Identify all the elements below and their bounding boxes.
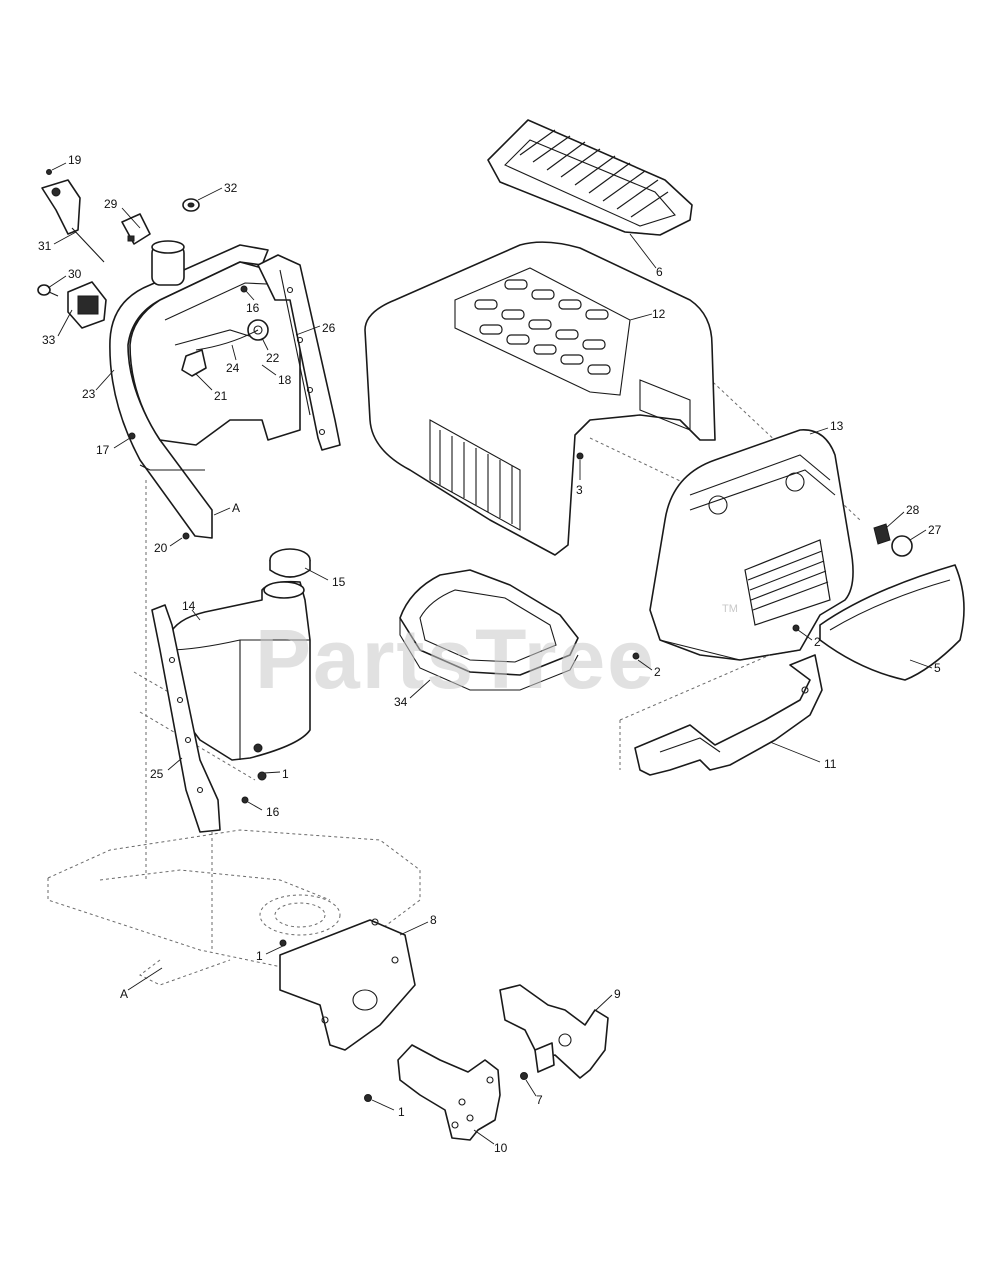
callout-12: 12 <box>652 307 666 321</box>
callout-31: 31 <box>38 239 52 253</box>
callout-26: 26 <box>322 321 336 335</box>
callout-30: 30 <box>68 267 82 281</box>
screw-1-frame <box>279 939 287 947</box>
bulb-27 <box>891 535 913 557</box>
callout-2-nose: 2 <box>814 635 821 649</box>
screw-7 <box>520 1072 528 1080</box>
callout-11: 11 <box>824 757 837 771</box>
grille-nose <box>649 429 854 661</box>
switch-block <box>121 213 151 245</box>
bumper-lens <box>819 564 965 681</box>
leader-lines <box>47 162 933 1145</box>
key-switch <box>41 179 105 263</box>
callout-5: 5 <box>934 661 941 675</box>
hood-bracket <box>619 654 823 776</box>
frame <box>47 829 421 1051</box>
callout-25: 25 <box>150 767 164 781</box>
callout-6: 6 <box>656 265 663 279</box>
screw-2b <box>632 652 640 660</box>
screw-1-tank <box>253 743 267 781</box>
watermark-trademark: TM <box>722 603 738 615</box>
callout-33: 33 <box>42 333 56 347</box>
fuel-cap <box>269 548 311 578</box>
bracket-9 <box>499 984 609 1079</box>
screw-2a <box>792 624 800 632</box>
callout-10: 10 <box>494 1141 508 1155</box>
screw-16-tank <box>241 796 249 804</box>
callout-16-tank: 16 <box>266 805 280 819</box>
tank-bracket <box>151 604 221 833</box>
callout-28: 28 <box>906 503 920 517</box>
callout-7: 7 <box>536 1093 543 1107</box>
callout-9: 9 <box>614 987 621 1001</box>
callout-17: 17 <box>96 443 110 457</box>
callout-8: 8 <box>430 913 437 927</box>
fuel-tank <box>167 580 311 761</box>
screw-16-dash <box>240 285 248 293</box>
callout-20: 20 <box>154 541 168 555</box>
watermark-text: PartsTree <box>255 612 656 706</box>
callout-22: 22 <box>266 351 280 365</box>
hood <box>364 241 716 556</box>
callout-16-dash: 16 <box>246 301 260 315</box>
bracket-10 <box>397 1044 501 1141</box>
nut-32 <box>182 198 200 212</box>
callout-A-upper: A <box>232 501 240 515</box>
watermark: PartsTree TM <box>255 603 738 706</box>
hood-insert <box>487 119 693 236</box>
callout-15: 15 <box>332 575 346 589</box>
callout-24: 24 <box>226 361 240 375</box>
callout-19: 19 <box>68 153 82 167</box>
screw-3 <box>576 452 584 460</box>
screw-19 <box>46 169 52 175</box>
callout-23: 23 <box>82 387 96 401</box>
screw-1-bottom <box>364 1094 372 1102</box>
bulb-socket-28 <box>873 523 891 545</box>
hood-liner <box>399 569 579 691</box>
callout-13: 13 <box>830 419 844 433</box>
callout-21: 21 <box>214 389 228 403</box>
callout-14: 14 <box>182 599 196 613</box>
callout-1-tank: 1 <box>282 767 289 781</box>
callout-2-lower: 2 <box>654 665 661 679</box>
key-30 <box>37 284 59 297</box>
screw-20 <box>182 532 190 540</box>
callout-29: 29 <box>104 197 118 211</box>
headlight-switch-33 <box>67 281 107 329</box>
callout-27: 27 <box>928 523 942 537</box>
callout-3: 3 <box>576 483 583 497</box>
screw-17 <box>128 432 136 440</box>
callouts: 19 29 32 31 30 33 16 22 26 24 18 23 21 1… <box>38 153 942 1155</box>
callout-1-bottom: 1 <box>398 1105 405 1119</box>
cable-24 <box>195 329 259 351</box>
callout-34: 34 <box>394 695 408 709</box>
callout-A-lower: A <box>120 987 128 1001</box>
callout-1-frame: 1 <box>256 949 263 963</box>
callout-18: 18 <box>278 373 292 387</box>
dash-support-bracket <box>257 254 341 451</box>
throttle-knob-21 <box>181 349 207 377</box>
callout-32: 32 <box>224 181 238 195</box>
dash-panel <box>109 240 301 539</box>
